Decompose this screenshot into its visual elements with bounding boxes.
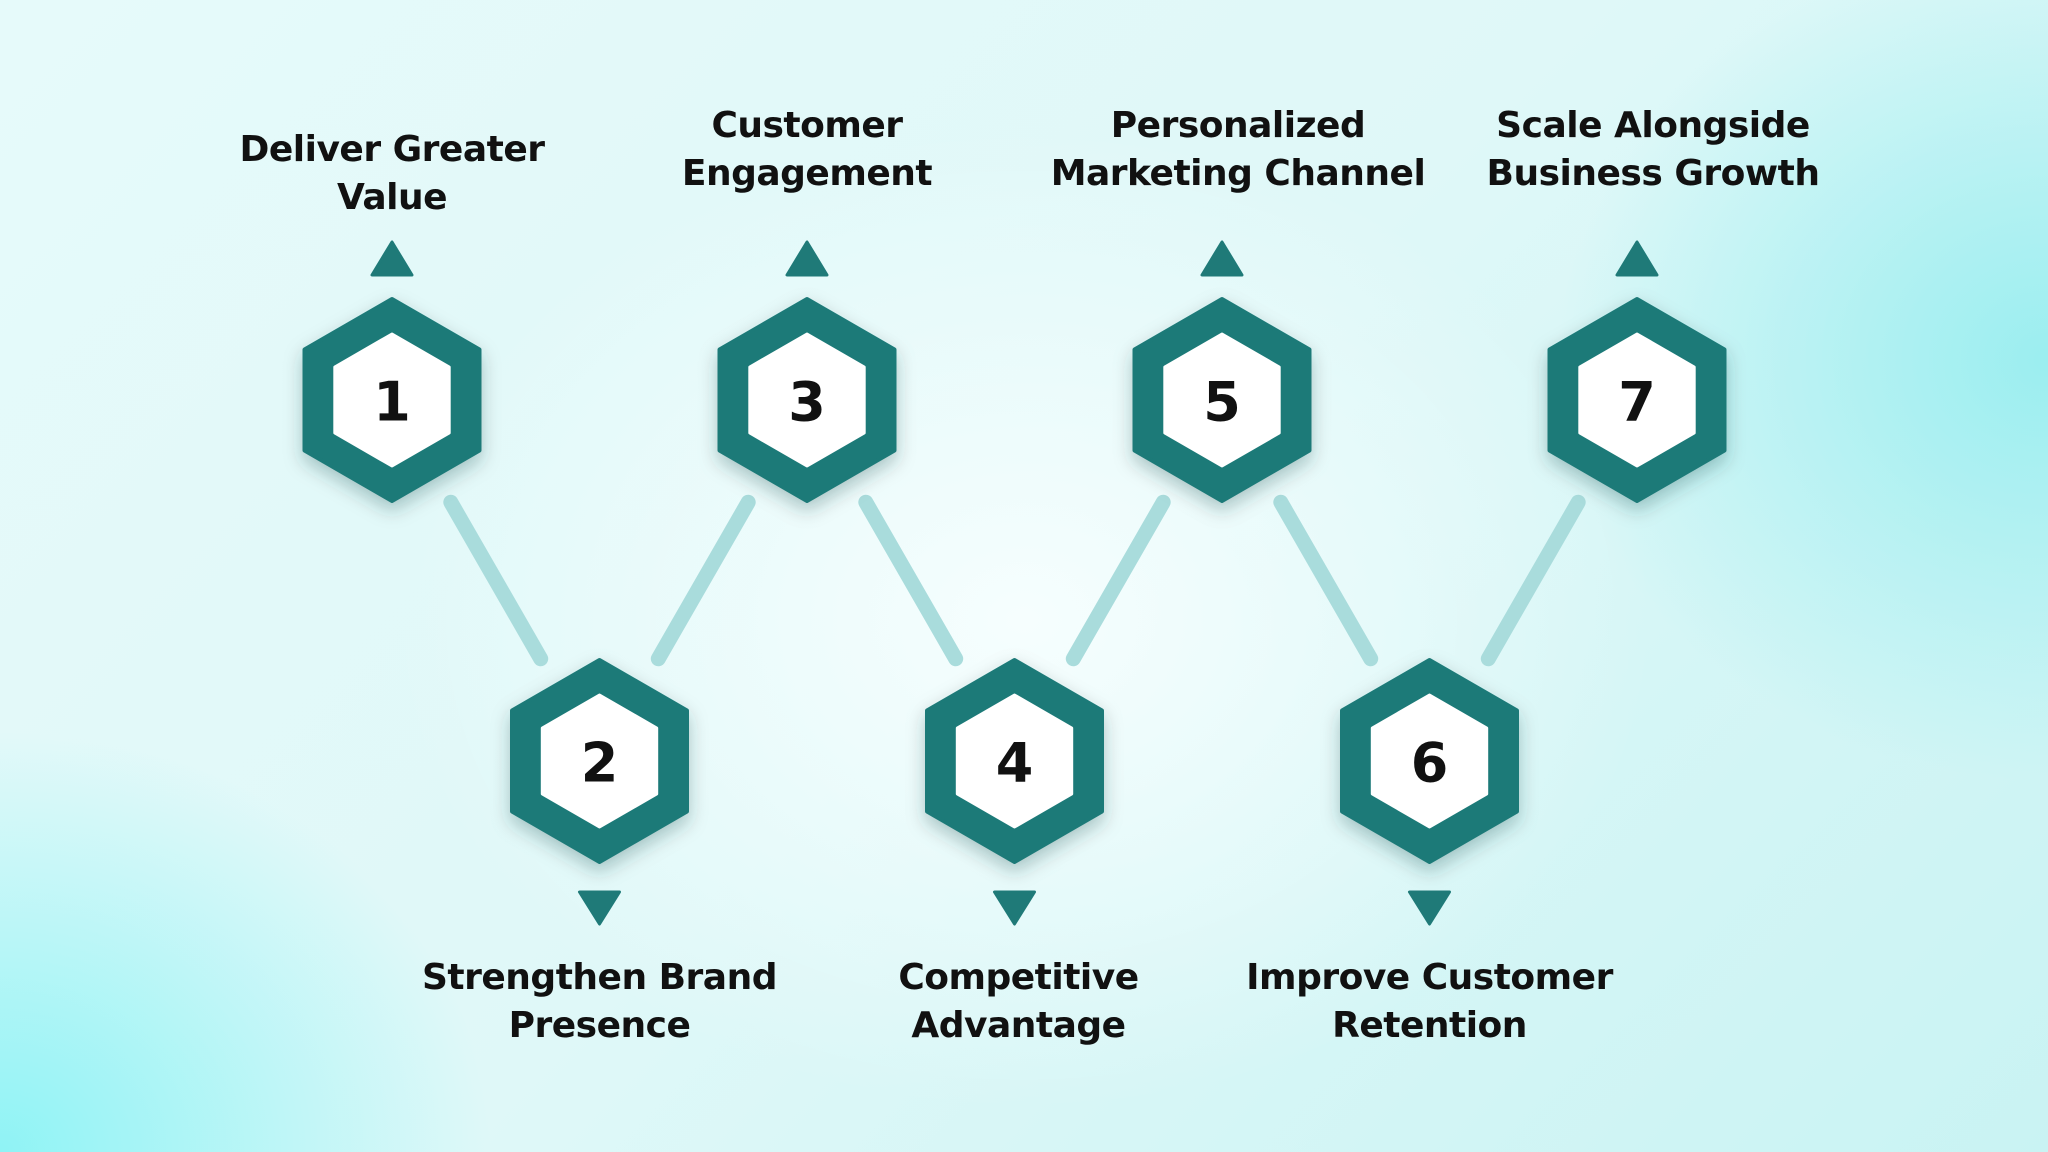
step-label-line1: Strengthen Brand — [421, 957, 778, 998]
step-hexagon-4: 4 — [925, 658, 1104, 864]
step-hexagon-5: 5 — [1132, 297, 1312, 503]
step-label-line2: Value — [336, 177, 448, 218]
step-label-line2: Advantage — [911, 1005, 1126, 1046]
arrow-up-icon — [785, 240, 829, 277]
hexagon-inner — [955, 693, 1074, 829]
arrow-up-icon — [370, 240, 414, 277]
step-hexagon-7: 7 — [1547, 297, 1727, 503]
step-label-line2: Business Growth — [1486, 153, 1820, 194]
step-hexagon-2: 2 — [510, 658, 689, 864]
connector-line-6-7 — [1480, 494, 1586, 667]
hexagon-inner — [1370, 693, 1489, 829]
step-label-line2: Marketing Channel — [1050, 153, 1426, 194]
arrow-up-icon — [1615, 240, 1659, 277]
arrow-down-icon — [578, 890, 621, 926]
step-hexagons: 1 2 3 4 5 6 7 — [302, 297, 1727, 864]
step-label-line1: Personalized — [1110, 105, 1366, 146]
connector-lines — [443, 494, 1586, 667]
arrow-down-icon — [1408, 890, 1451, 926]
arrow-down-icon — [993, 890, 1036, 926]
step-number: 5 — [1203, 371, 1241, 434]
hexagon-inner — [1578, 332, 1696, 468]
step-label-line1: Scale Alongside — [1496, 105, 1810, 146]
connector-line-3-4 — [858, 494, 964, 667]
step-label-line2: Engagement — [681, 153, 933, 194]
connector-line-1-2 — [443, 494, 549, 667]
step-label-line1: Deliver Greater — [239, 129, 545, 170]
step-hexagon-6: 6 — [1340, 658, 1519, 864]
step-number: 6 — [1411, 732, 1449, 795]
step-label-line1: Customer — [711, 105, 903, 146]
step-number: 3 — [788, 371, 826, 434]
hexagon-inner — [1163, 332, 1281, 468]
connector-line-5-6 — [1273, 494, 1379, 667]
step-hexagon-1: 1 — [302, 297, 482, 503]
hexagon-inner — [333, 332, 451, 468]
arrow-up-icon — [1200, 240, 1244, 277]
step-hexagon-3: 3 — [717, 297, 897, 503]
step-number: 1 — [373, 371, 411, 434]
step-number: 2 — [581, 732, 619, 795]
connector-line-2-3 — [650, 494, 756, 667]
hexagon-inner — [540, 693, 659, 829]
hexagon-inner — [748, 332, 866, 468]
step-label-line1: Competitive — [898, 957, 1139, 998]
direction-arrows — [370, 240, 1659, 926]
step-label-line2: Retention — [1332, 1005, 1527, 1046]
step-number: 7 — [1618, 371, 1656, 434]
step-label-line2: Presence — [508, 1005, 691, 1046]
step-label-line1: Improve Customer — [1246, 957, 1613, 998]
step-number: 4 — [996, 732, 1034, 795]
connector-line-4-5 — [1065, 494, 1171, 667]
